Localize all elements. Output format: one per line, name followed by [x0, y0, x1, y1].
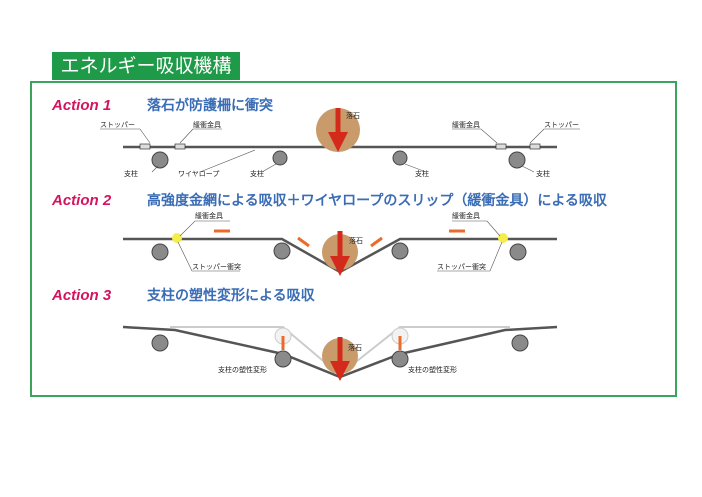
diagram-1: 落石 ストッパー 緩衝金具 支柱 ワイヤロープ 支柱 支柱 緩衝金具 ストッパー… — [100, 108, 580, 178]
stopper-label: ストッパー — [100, 121, 135, 129]
slip-arrow — [370, 236, 383, 248]
buffer-fitting — [495, 143, 507, 150]
slip-arrow — [297, 236, 310, 248]
action-2-heading: 高強度金網による吸収＋ワイヤロープのスリップ（緩衝金具）による吸収 — [147, 192, 608, 209]
post — [511, 334, 529, 352]
original-wire — [351, 326, 510, 366]
rock-label: 落石 — [346, 111, 360, 120]
post — [151, 243, 169, 261]
post — [273, 242, 291, 260]
deformed-post — [274, 350, 292, 368]
diagram-3: 落石 支柱の塑性変形 支柱の塑性変形 — [122, 325, 558, 381]
post — [151, 334, 169, 352]
buffer-label: 緩衝金具 — [452, 120, 480, 129]
section-title: エネルギー吸収機構 — [52, 52, 240, 80]
buffer-fitting — [139, 143, 151, 150]
action-3-label: Action 3 — [51, 287, 112, 304]
action-1-label: Action 1 — [51, 97, 111, 114]
post — [391, 242, 409, 260]
buffer-label: 緩衝金具 — [452, 211, 480, 220]
original-wire — [170, 326, 329, 366]
rock-label: 落石 — [349, 236, 363, 245]
buffer-label: 緩衝金具 — [195, 211, 223, 220]
diagram-frame — [30, 81, 677, 397]
rock-label: 落石 — [348, 343, 362, 352]
post-deform-label: 支柱の塑性変形 — [218, 365, 267, 374]
action-1-heading: 落石が防護柵に衝突 — [147, 97, 273, 114]
post — [272, 150, 288, 166]
action-3-heading: 支柱の塑性変形による吸収 — [146, 287, 316, 304]
post — [392, 150, 408, 166]
stopper-hit-label: ストッパー衝突 — [192, 262, 241, 271]
post-label: 支柱 — [124, 169, 138, 178]
buffer-fitting — [529, 143, 541, 150]
buffer-fitting — [174, 143, 186, 150]
stopper-hit-label: ストッパー衝突 — [437, 262, 486, 271]
post-label: 支柱 — [415, 169, 429, 178]
wire-label: ワイヤロープ — [178, 170, 219, 178]
stopper-label: ストッパー — [544, 121, 579, 129]
action-2-label: Action 2 — [51, 192, 112, 209]
post-label: 支柱 — [536, 169, 550, 178]
stopper-impact-flash — [172, 233, 182, 243]
post-label: 支柱 — [250, 169, 264, 178]
diagram-2: 落石 緩衝金具 ストッパー衝突 緩衝金具 ストッパー衝突 — [123, 211, 557, 276]
post — [508, 151, 526, 169]
post — [509, 243, 527, 261]
stopper-impact-flash — [498, 233, 508, 243]
deformed-post — [391, 350, 409, 368]
post — [151, 151, 169, 169]
post-deform-label: 支柱の塑性変形 — [408, 365, 457, 374]
buffer-label: 緩衝金具 — [193, 120, 221, 129]
